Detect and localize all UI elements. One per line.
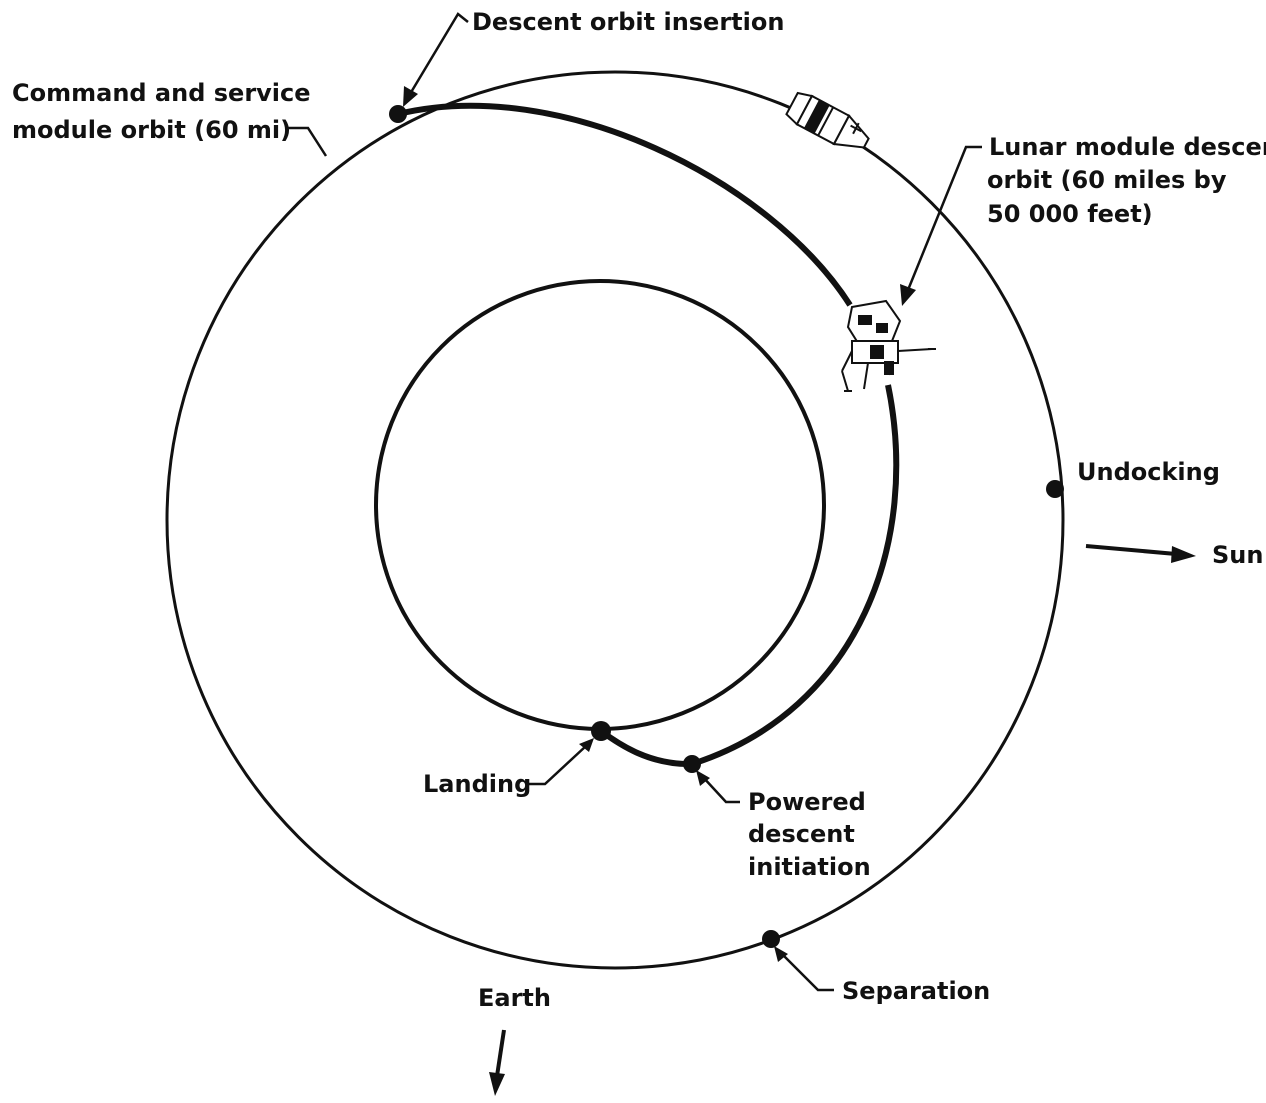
csm-orbit-leader — [288, 126, 328, 157]
label-lm-descent-line2: orbit (60 miles by — [987, 166, 1227, 194]
label-powered-line3: initiation — [748, 853, 871, 881]
separation-leader — [774, 946, 834, 992]
lm-descent-leader — [900, 145, 982, 306]
label-descent-orbit-insertion: Descent orbit insertion — [472, 8, 784, 36]
landing-leader — [529, 738, 594, 786]
descent-orbit-insertion-dot — [389, 105, 407, 123]
undocking-dot — [1046, 480, 1064, 498]
moon-surface — [374, 279, 826, 731]
label-separation: Separation — [842, 977, 990, 1005]
lm-descent-orbit-path — [397, 102, 853, 307]
label-landing: Landing — [423, 770, 531, 798]
label-lm-descent-line1: Lunar module descent — [989, 133, 1266, 161]
lunar-module-icon — [841, 299, 936, 392]
label-sun: Sun — [1212, 541, 1263, 569]
sun-arrow — [1085, 544, 1196, 563]
label-csm-orbit-line2: module orbit (60 mi) — [12, 116, 291, 144]
label-lm-descent-line3: 50 000 feet) — [987, 200, 1153, 228]
label-powered-line2: descent — [748, 820, 855, 848]
label-earth: Earth — [478, 984, 551, 1012]
lm-descent-orbit-path-lower — [599, 384, 900, 768]
label-csm-orbit-line1: Command and service — [12, 79, 311, 107]
label-undocking: Undocking — [1077, 458, 1220, 486]
earth-arrow — [489, 1029, 506, 1096]
command-service-module-icon — [785, 91, 870, 149]
descent-orbit-insertion-leader — [403, 12, 469, 107]
powered-descent-leader — [696, 770, 740, 804]
separation-dot — [762, 930, 780, 948]
csm-orbit — [165, 70, 1065, 970]
powered-descent-dot — [683, 755, 701, 773]
label-powered-line1: Powered — [748, 788, 866, 816]
landing-dot — [591, 721, 611, 741]
